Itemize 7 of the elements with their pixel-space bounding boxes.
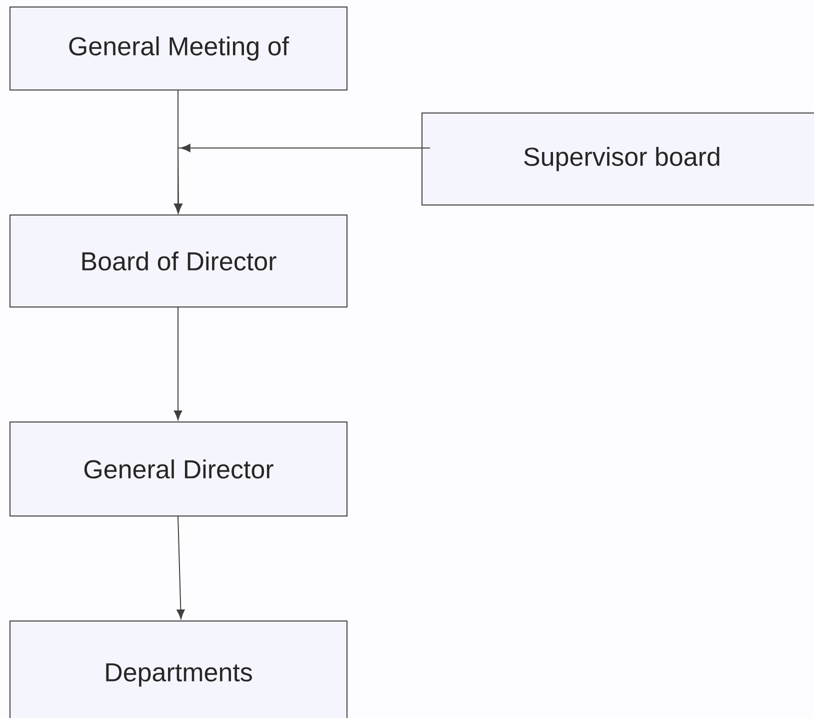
org-box: Supervisor board [422, 112, 814, 206]
org-box: Departments [10, 620, 348, 718]
org-box: Board of Director [10, 214, 348, 308]
org-box: General Director [10, 422, 348, 516]
arrow [176, 516, 185, 620]
org-box: General Meeting of [10, 6, 348, 90]
arrow [174, 307, 182, 420]
